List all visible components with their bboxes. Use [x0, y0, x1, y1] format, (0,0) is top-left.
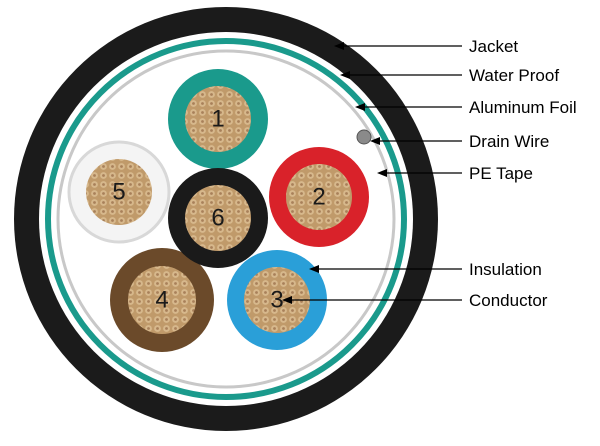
conductor-arrowhead: [282, 296, 292, 304]
water-proof-arrowhead: [340, 71, 350, 79]
conductor-3: 3: [227, 250, 327, 350]
label-insulation: Insulation: [469, 260, 542, 279]
conductor-2: 2: [269, 147, 369, 247]
pe-tape-layer: [56, 49, 396, 389]
conductor-core: [128, 266, 196, 334]
conductor-core: [244, 267, 310, 333]
conductor-number: 4: [155, 287, 168, 314]
label-aluminum-foil: Aluminum Foil: [469, 98, 577, 117]
drain-wire-arrowhead: [370, 137, 380, 145]
label-drain-wire: Drain Wire: [469, 132, 549, 151]
conductor-core: [86, 159, 152, 225]
conductor-number: 6: [211, 205, 224, 232]
conductor-number: 2: [312, 184, 325, 211]
conductor-number: 3: [270, 287, 283, 314]
label-conductor: Conductor: [469, 291, 548, 310]
conductor-number: 1: [211, 106, 224, 133]
aluminum-foil-layer: [45, 38, 407, 400]
conductor-number: 5: [112, 179, 125, 206]
conductor-5: 5: [67, 140, 171, 244]
aluminum-foil-arrowhead: [355, 103, 365, 111]
conductor-core: [185, 185, 251, 251]
drain-wire: [356, 129, 372, 145]
insulation-arrowhead: [309, 265, 319, 273]
jacket-arrowhead: [334, 42, 344, 50]
conductor-4: 4: [110, 248, 214, 352]
label-pe-tape: PE Tape: [469, 164, 533, 183]
conductor-6: 6: [168, 168, 268, 268]
conductor-core: [185, 86, 251, 152]
label-jacket: Jacket: [469, 37, 518, 56]
label-water-proof: Water Proof: [469, 66, 559, 85]
conductor-1: 1: [168, 69, 268, 169]
pe-tape-arrowhead: [377, 169, 387, 177]
conductor-core: [286, 164, 352, 230]
